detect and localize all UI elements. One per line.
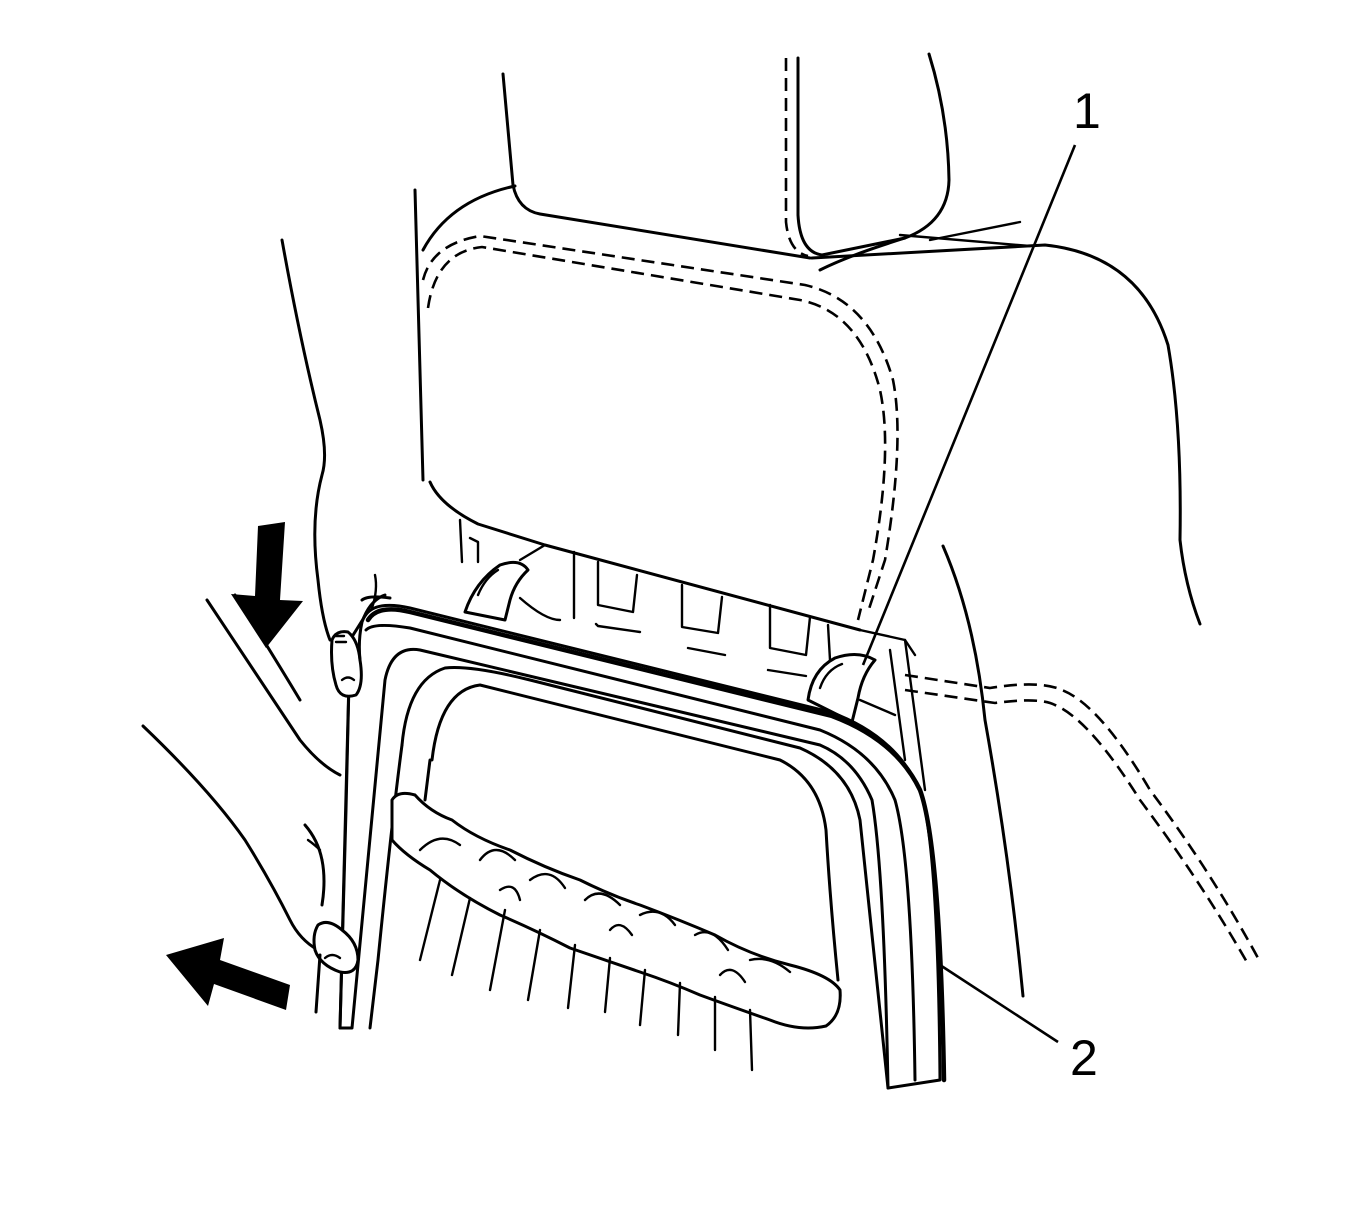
map-pocket	[390, 791, 842, 1072]
callout-1: 1	[861, 83, 1101, 666]
lower-hand	[141, 724, 360, 1014]
seatback	[413, 184, 1202, 998]
callout-2-label: 2	[1070, 1030, 1098, 1086]
arrow-left-icon	[166, 938, 290, 1010]
retaining-hook-left	[463, 560, 530, 622]
arrow-down-icon	[231, 522, 303, 648]
upper-hand	[205, 238, 387, 777]
retaining-hook-right	[806, 653, 877, 724]
headrest	[501, 52, 951, 260]
callout-1-label: 1	[1073, 83, 1101, 139]
rear-panel	[338, 573, 947, 1090]
callout-2: 2	[939, 963, 1098, 1086]
hidden-seam	[421, 234, 1260, 965]
